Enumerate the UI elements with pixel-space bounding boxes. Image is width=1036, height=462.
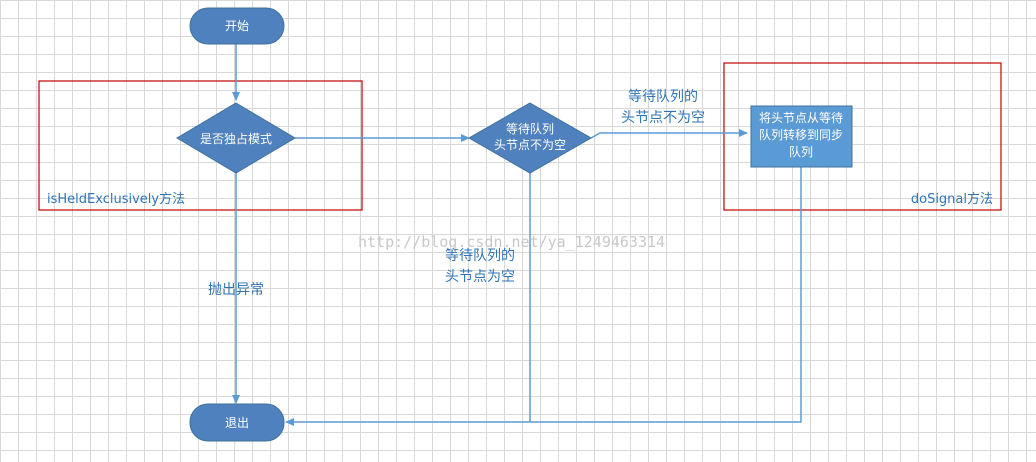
decision-exclusive-label: 是否独占模式 bbox=[200, 131, 272, 146]
label-throw-exception: 抛出异常 bbox=[208, 282, 264, 298]
process-label-line1: 将头节点从等待 bbox=[759, 111, 843, 125]
edge-queue-to-process bbox=[590, 129, 748, 139]
decision-exclusive-mode[interactable]: 是否独占模式 bbox=[176, 102, 296, 174]
process-transfer-node[interactable]: 将头节点从等待 队列转移到同步 队列 bbox=[750, 105, 853, 168]
end-node[interactable]: 退出 bbox=[189, 403, 285, 442]
start-node-label: 开始 bbox=[225, 19, 249, 33]
decision-queue-label-line1: 等待队列 bbox=[506, 121, 554, 136]
end-node-label: 退出 bbox=[225, 416, 249, 430]
decision-queue-head[interactable]: 等待队列 头节点不为空 bbox=[467, 102, 593, 174]
label-empty-line2: 头节点为空 bbox=[445, 269, 515, 285]
label-not-empty-line1: 等待队列的 bbox=[628, 88, 698, 105]
region-isheldexclusively-label: isHeldExclusively方法 bbox=[47, 191, 185, 207]
process-label-line2: 队列转移到同步 bbox=[759, 127, 843, 142]
edges bbox=[232, 44, 802, 426]
region-dosignal bbox=[723, 62, 1002, 211]
watermark-url: http://blog.csdn.net/ya_1249463314 bbox=[358, 233, 665, 251]
region-dosignal-label: doSignal方法 bbox=[911, 191, 993, 207]
decision-queue-label-line2: 头节点不为空 bbox=[494, 138, 566, 152]
region-isheldexclusively bbox=[38, 80, 363, 211]
label-empty-line1: 等待队列的 bbox=[445, 247, 515, 264]
process-label-line3: 队列 bbox=[789, 144, 813, 159]
label-not-empty-line2: 头节点不为空 bbox=[621, 110, 705, 126]
edge-process-to-end bbox=[285, 167, 802, 426]
start-node[interactable]: 开始 bbox=[189, 7, 285, 45]
